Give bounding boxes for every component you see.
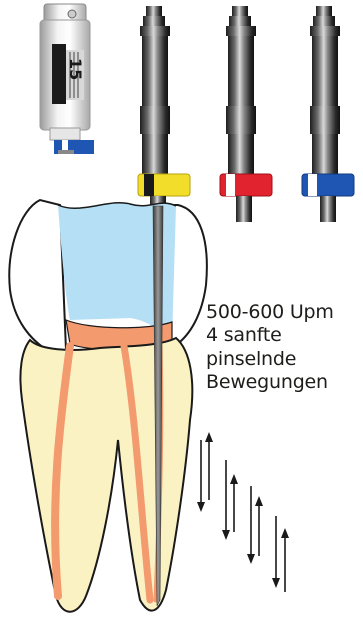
up-down-arrow-icon [247,486,263,564]
up-down-arrow-icon [272,516,289,592]
speed-label: 500-600 Upm [206,300,334,324]
motion-label-line1: pinselnde [206,347,296,371]
instrument-holder-icon: 15 [40,4,94,154]
tooth-diagram [9,200,207,612]
endodontic-file-red [220,6,272,222]
up-down-arrow-icon [197,432,213,512]
endodontic-file-blue [302,6,354,222]
motion-arrows [197,432,289,592]
up-down-arrow-icon [222,460,238,540]
instrument-size-label: 15 [66,58,85,80]
motion-label-line2: Bewegungen [206,370,328,394]
stroke-count-label: 4 sanfte [206,323,282,347]
